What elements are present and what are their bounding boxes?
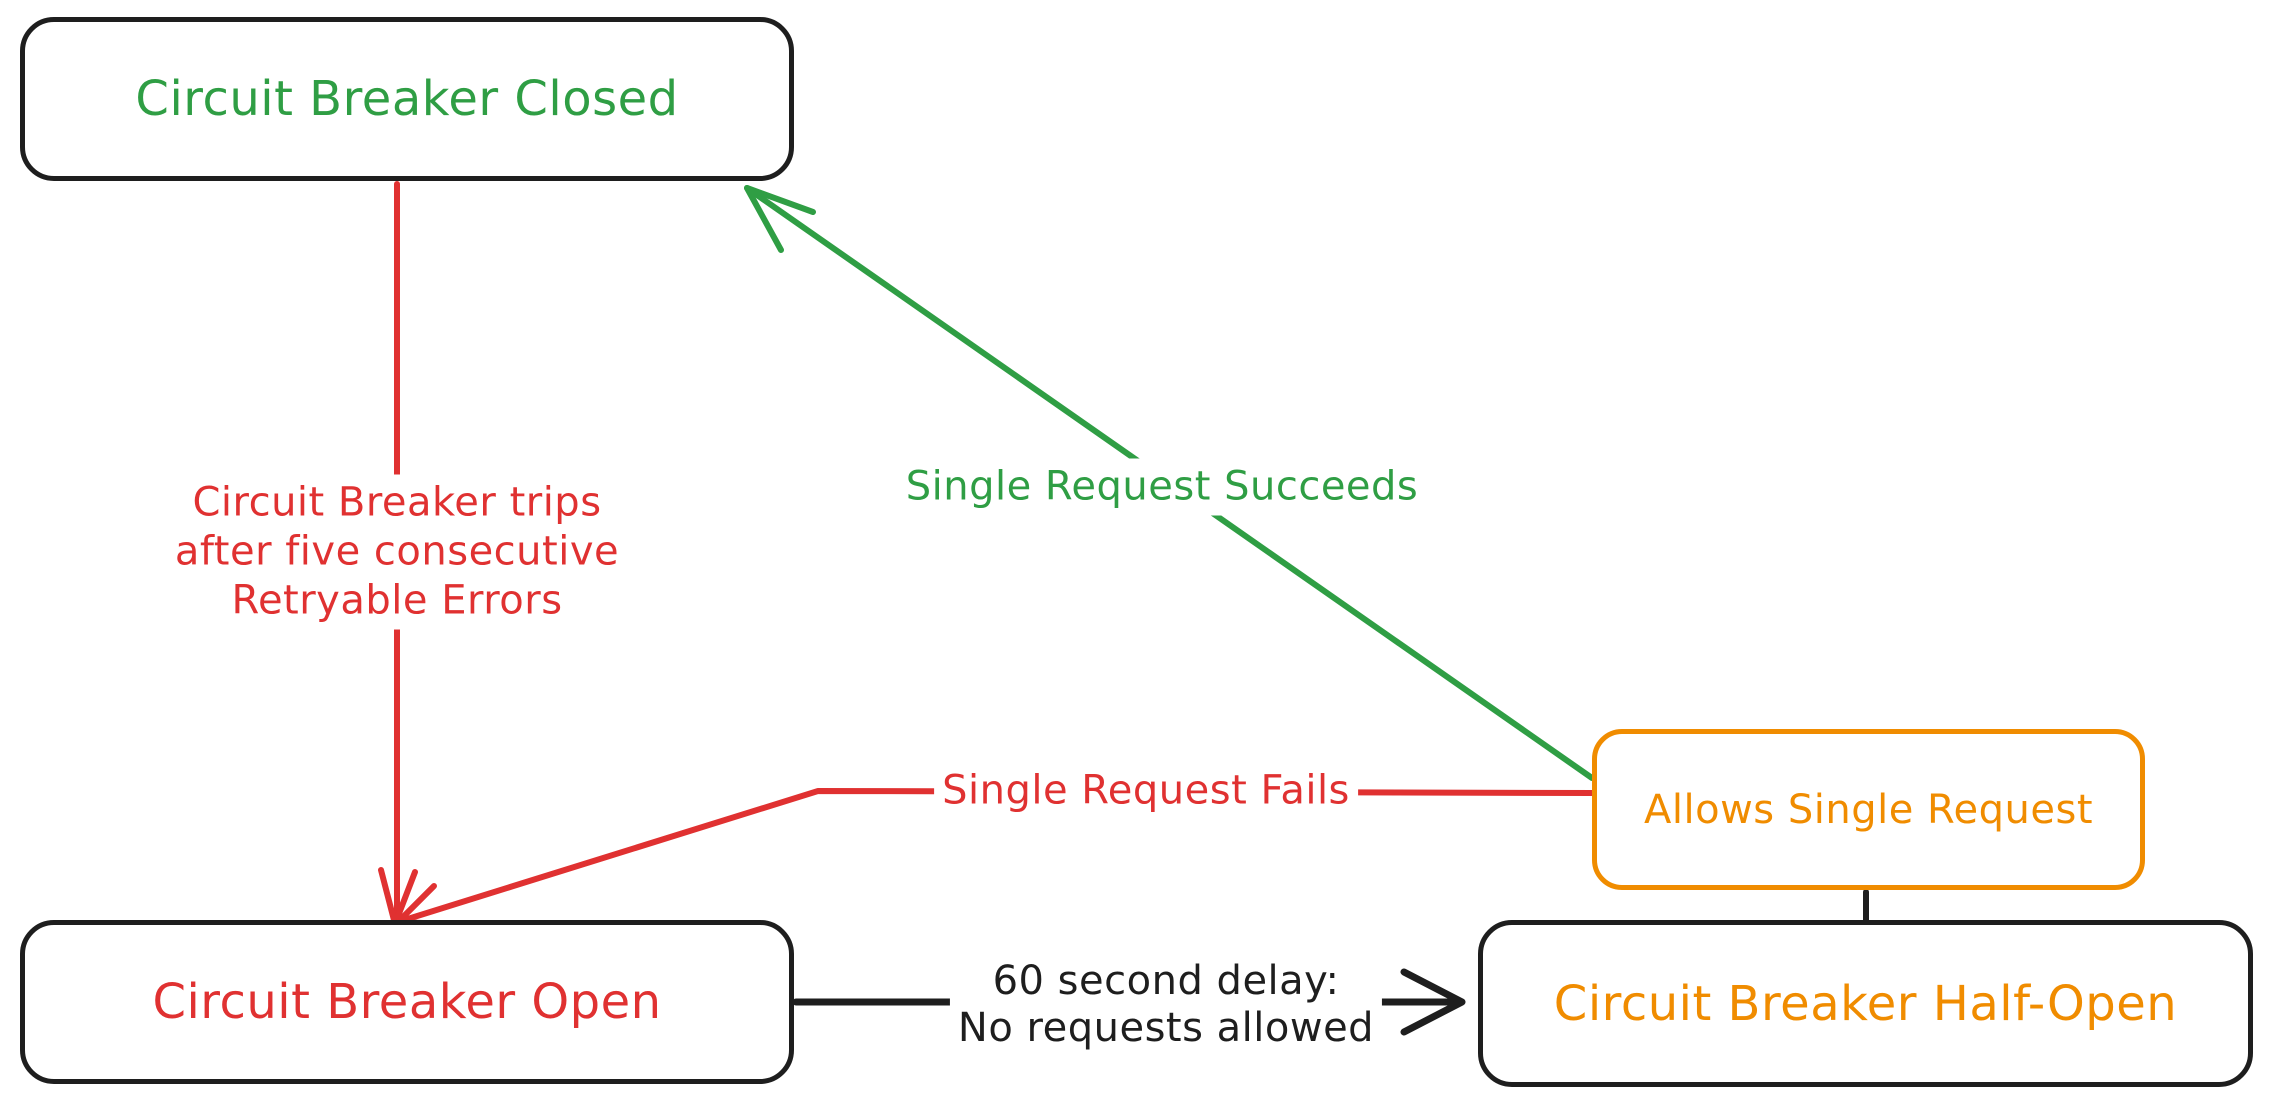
edge-label-line: 60 second delay:: [992, 958, 1340, 1004]
edge-label-line: No requests allowed: [957, 1005, 1375, 1051]
node-circuit-breaker-open: Circuit Breaker Open: [20, 920, 794, 1084]
arrowhead-up-left: [744, 185, 816, 253]
edge-label-60-second-delay: 60 second delay: No requests allowed: [949, 954, 1383, 1056]
edge-label-line: Retryable Errors: [231, 577, 563, 624]
edge-label-line: after five consecutive: [174, 528, 620, 575]
arrowhead-down: [378, 867, 418, 927]
node-allows-single-request: Allows Single Request: [1592, 729, 2145, 890]
node-circuit-breaker-half-open: Circuit Breaker Half-Open: [1478, 920, 2253, 1087]
edge-label-line: Circuit Breaker trips: [192, 479, 602, 526]
edge-label-line: Single Request Succeeds: [905, 463, 1419, 510]
edge-label-single-request-succeeds: Single Request Succeeds: [897, 458, 1427, 516]
edge-label-circuit-breaker-trips: Circuit Breaker trips after five consecu…: [166, 474, 628, 630]
node-label: Circuit Breaker Closed: [135, 71, 679, 127]
arrowhead-right: [1400, 968, 1466, 1036]
node-circuit-breaker-closed: Circuit Breaker Closed: [20, 17, 794, 181]
node-label: Circuit Breaker Half-Open: [1553, 975, 2178, 1032]
edge-label-single-request-fails: Single Request Fails: [934, 762, 1358, 820]
node-label: Circuit Breaker Open: [152, 974, 662, 1030]
node-label: Allows Single Request: [1644, 786, 2093, 833]
edge-label-line: Single Request Fails: [942, 767, 1350, 814]
